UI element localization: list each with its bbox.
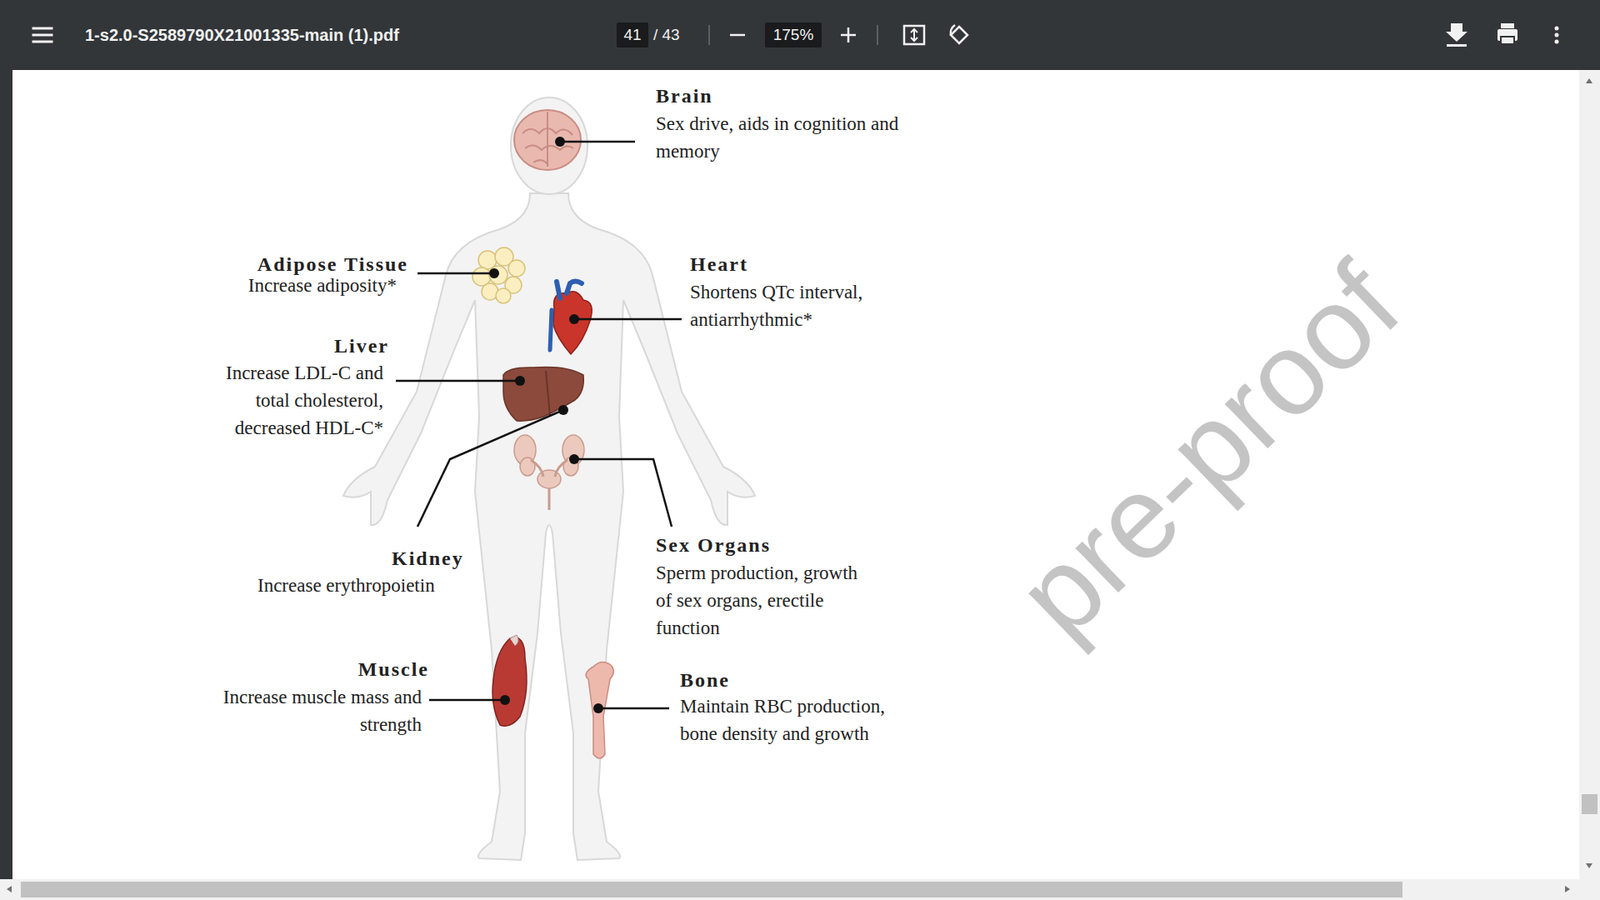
organ-name: Heart — [690, 251, 749, 277]
organ-name: Bone — [680, 667, 730, 693]
organ-effect: Shortens QTc interval, antiarrhythmic* — [690, 278, 899, 334]
organ-name: Sex Organs — [655, 532, 771, 558]
organ-effect: Increase adiposity* — [248, 271, 397, 300]
organ-effect: Maintain RBC production, bone density an… — [680, 692, 910, 748]
organ-effect: Increase LDL-C and total cholesterol, de… — [187, 359, 384, 442]
file-name: 1-s2.0-S2589790X21001335-main (1).pdf — [85, 25, 400, 45]
organ-name: Adipose Tissue — [257, 251, 409, 277]
organ-name: Brain — [655, 83, 714, 109]
organ-effect: Increase erythropoietin — [257, 571, 435, 600]
organ-effect: Sex drive, aids in cognition and memory — [655, 110, 910, 165]
page-count: / 43 — [653, 25, 680, 45]
page-number: 41 — [623, 25, 641, 45]
organ-name: Kidney — [391, 545, 465, 571]
zoom-level: 175% — [773, 25, 815, 45]
organ-effect: Sperm production, growth of sex organs, … — [655, 559, 860, 642]
organ-name: Muscle — [358, 656, 430, 682]
organ-effect: Increase muscle mass and strength — [221, 683, 422, 739]
organ-name: Liver — [334, 333, 390, 359]
